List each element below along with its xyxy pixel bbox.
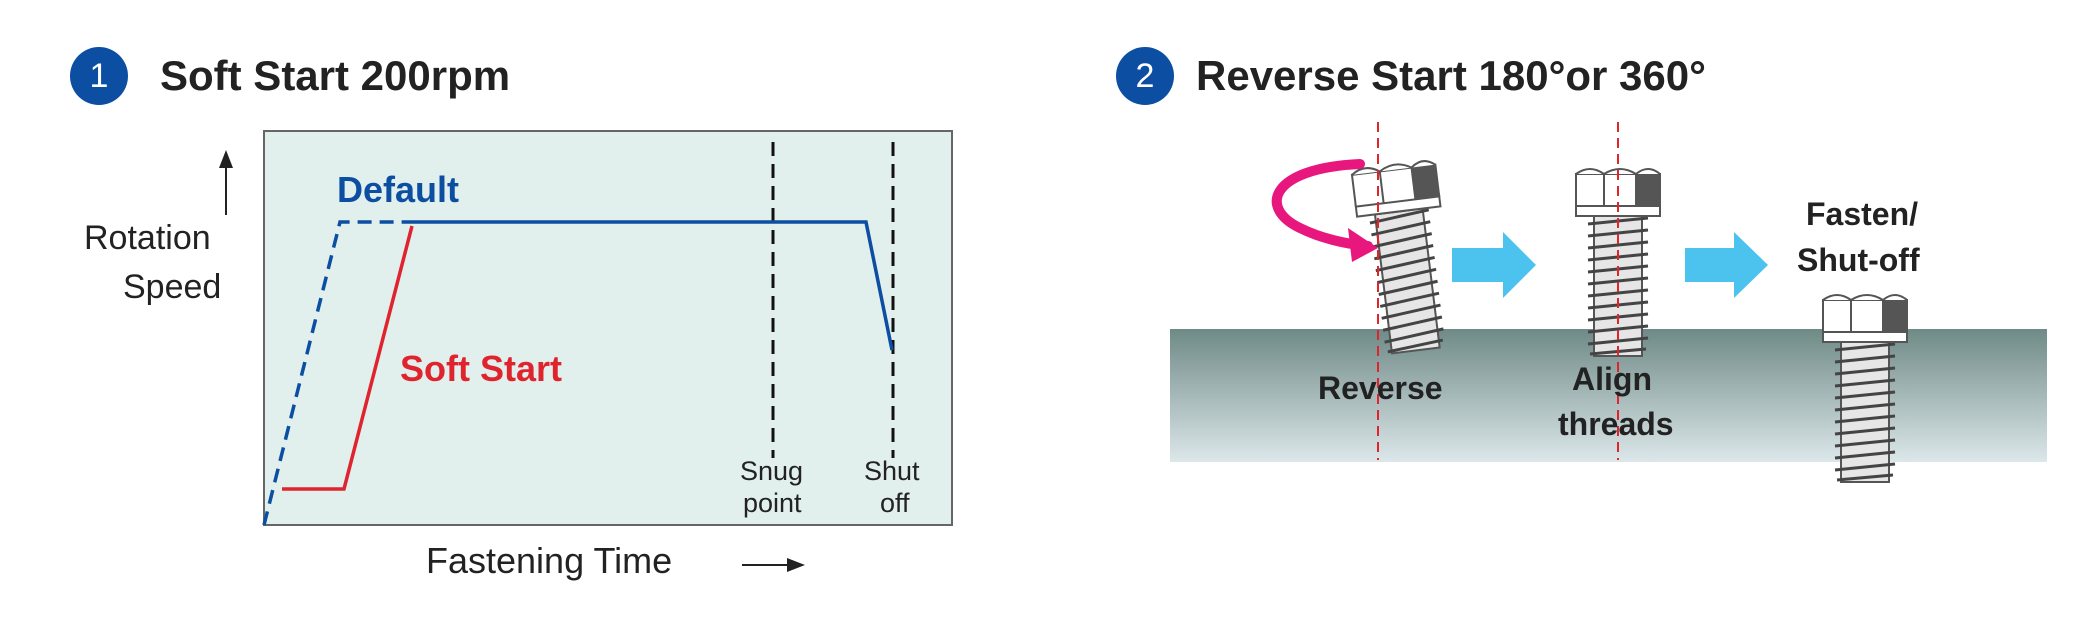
step-label-reverse: Reverse: [1318, 370, 1443, 406]
step-arrow-1: [1452, 232, 1536, 298]
default-ramp-line: [262, 220, 412, 526]
y-axis-arrow-head: [219, 150, 233, 168]
step-label-align-line2: threads: [1558, 406, 1674, 442]
snug-point-label-line2: point: [743, 488, 802, 518]
reverse-rotation-arrowhead: [1348, 228, 1378, 262]
shut-off-label-line2: off: [880, 488, 910, 518]
step-label-align-line1: Align: [1572, 361, 1652, 397]
y-axis-label-line2: Speed: [123, 268, 222, 306]
section-2-title: Reverse Start 180°or 360°: [1196, 52, 1706, 99]
default-series-label: Default: [337, 169, 460, 210]
shut-off-label-line1: Shut: [864, 456, 920, 486]
snug-point-label-line1: Snug: [740, 456, 804, 486]
soft-start-series-label: Soft Start: [400, 348, 562, 389]
step-1-badge: 1: [70, 47, 128, 105]
bolt-reverse: [1349, 158, 1460, 358]
chart-plot-area: [263, 130, 953, 526]
step-2-number: 2: [1135, 56, 1155, 95]
x-axis-arrow-head: [787, 558, 805, 572]
reverse-rotation-arrow: [1271, 159, 1373, 251]
bolt-align: [1574, 167, 1662, 358]
x-axis-label: Fastening Time: [426, 540, 673, 581]
section-1-title: Soft Start 200rpm: [160, 52, 511, 99]
step-arrow-2: [1685, 232, 1768, 298]
soft-start-series-line: [282, 225, 414, 491]
step-1-number: 1: [89, 56, 109, 95]
step-label-fasten-line2: Shut-off: [1797, 242, 1920, 278]
y-axis-label-line1: Rotation: [84, 219, 211, 257]
soft-start-chart: [219, 130, 953, 572]
default-series-line: [412, 220, 894, 351]
step-label-fasten-line1: Fasten/: [1806, 196, 1919, 232]
step-2-badge: 2: [1116, 47, 1174, 105]
